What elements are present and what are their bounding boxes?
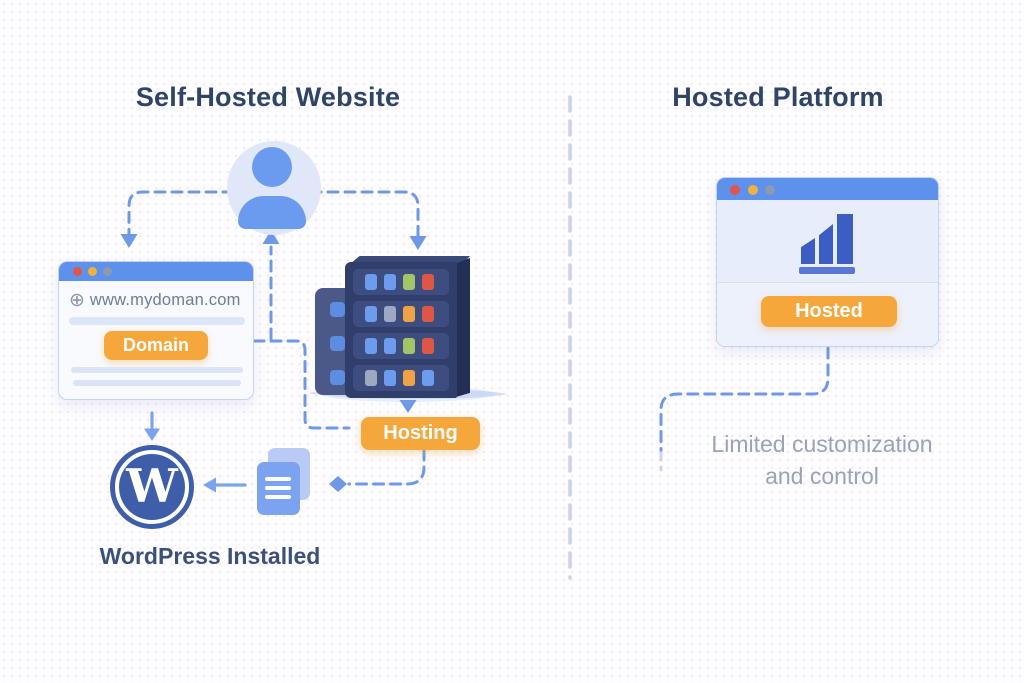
left-section-title: Self-Hosted Website bbox=[135, 82, 401, 112]
expand-dot-icon bbox=[765, 185, 775, 195]
diamond-arrowhead bbox=[329, 476, 347, 492]
document-page-front bbox=[257, 462, 300, 515]
bar-chart-icon bbox=[799, 214, 857, 274]
user-icon bbox=[227, 141, 321, 235]
hosting-button: Hosting bbox=[361, 417, 480, 450]
page-placeholder-bar bbox=[69, 317, 245, 325]
minimize-dot-icon bbox=[748, 185, 758, 195]
address-bar: ⊕ www.mydoman.com bbox=[69, 289, 251, 311]
wordpress-icon: W bbox=[110, 445, 194, 529]
caption-line-1: Limited customization bbox=[711, 431, 933, 457]
caption-line-2: and control bbox=[765, 463, 879, 489]
line-hosting-to-files bbox=[347, 448, 426, 486]
limitation-caption: Limited customization and control bbox=[672, 428, 972, 492]
server-rack-unit bbox=[353, 269, 449, 295]
server-top-face bbox=[350, 256, 470, 264]
domain-button: Domain bbox=[104, 331, 208, 360]
wordpress-w-letter: W bbox=[126, 459, 178, 513]
url-text: www.mydoman.com bbox=[89, 290, 241, 309]
server-side-face bbox=[456, 258, 470, 397]
wordpress-installed-label: WordPress Installed bbox=[99, 543, 321, 569]
close-dot-icon bbox=[730, 185, 740, 195]
text-skeleton-line bbox=[73, 380, 241, 386]
chart-panel bbox=[717, 200, 938, 283]
user-body-icon bbox=[238, 196, 306, 229]
domain-browser-window: ⊕ www.mydoman.com Domain bbox=[58, 261, 254, 400]
hosted-platform-window: Hosted bbox=[716, 177, 939, 347]
expand-dot-icon bbox=[103, 267, 112, 276]
arrow-user-to-server bbox=[309, 190, 420, 239]
server-rack-unit bbox=[353, 333, 449, 359]
right-section-title: Hosted Platform bbox=[672, 82, 884, 112]
browser-titlebar bbox=[59, 262, 253, 281]
documents-icon bbox=[257, 448, 317, 518]
hosted-button: Hosted bbox=[761, 296, 897, 327]
wordpress-disc: W bbox=[119, 454, 185, 520]
minimize-dot-icon bbox=[88, 267, 97, 276]
arrow-server-to-hosting bbox=[399, 400, 417, 413]
text-skeleton-line bbox=[71, 367, 243, 373]
globe-icon: ⊕ bbox=[69, 289, 85, 311]
user-head-icon bbox=[252, 147, 292, 187]
server-rack-unit bbox=[353, 365, 449, 391]
browser-titlebar bbox=[717, 178, 938, 200]
arrow-user-to-domain bbox=[127, 190, 235, 236]
server-tower-icon bbox=[345, 262, 457, 398]
server-rack-unit bbox=[353, 301, 449, 327]
close-dot-icon bbox=[73, 267, 82, 276]
